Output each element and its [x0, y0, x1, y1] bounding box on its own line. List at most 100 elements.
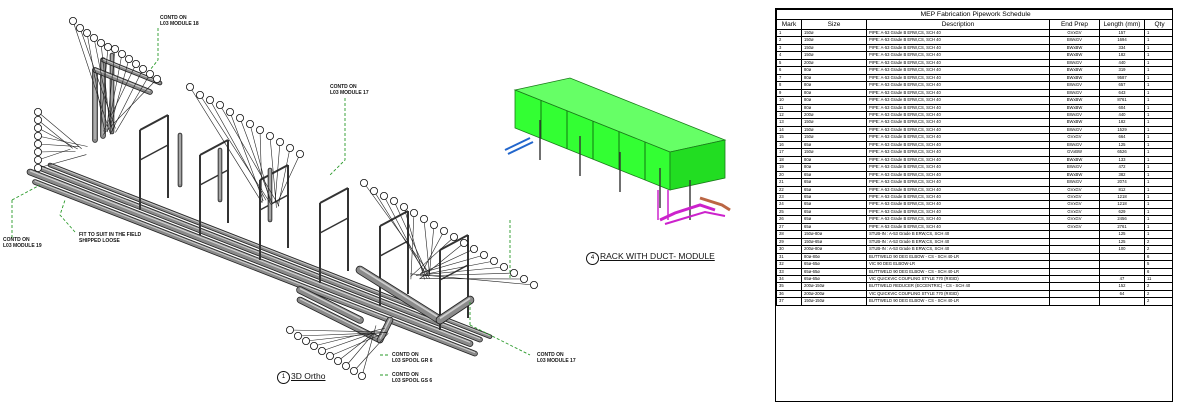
- cell-mark: 17: [777, 149, 802, 156]
- cell-end-prep: [1050, 283, 1100, 290]
- cell-qty: 1: [1145, 74, 1174, 81]
- tag-bubble: [480, 251, 487, 258]
- cell-mark: 9: [777, 89, 802, 96]
- cell-qty: 2: [1145, 238, 1174, 245]
- tag-bubble: [310, 342, 317, 349]
- cell-description: PIPE: A-53 Grade B ERW,CS, SCH 40: [867, 97, 1050, 104]
- cell-length: 1529: [1100, 126, 1145, 133]
- note-spool-gr6: CONTD ONL03 SPOOL GR 6: [392, 352, 432, 364]
- tag-bubble: [186, 83, 193, 90]
- leader-line: [38, 136, 88, 147]
- note-fit-in-field: FIT TO SUIT IN THE FIELDSHIPPED LOOSE: [79, 232, 141, 244]
- cell-qty: 1: [1145, 223, 1174, 230]
- cell-end-prep: [1050, 290, 1100, 297]
- cell-end-prep: BWxGV: [1050, 37, 1100, 44]
- continuation-dash: [150, 28, 158, 70]
- cell-mark: 36: [777, 290, 802, 297]
- cell-mark: 31: [777, 253, 802, 260]
- table-row: 14150øPIPE: A-53 Grade B ERW,CS, SCH 40B…: [777, 126, 1174, 133]
- cell-qty: 6: [1145, 268, 1174, 275]
- cell-mark: 5: [777, 59, 802, 66]
- continuation-dash: [60, 200, 75, 232]
- tag-bubble: [286, 144, 293, 151]
- cell-description: VIC 90 DEG ELBOW-LR: [867, 261, 1050, 268]
- cell-description: PIPE: A-53 Grade B ERW,CS, SCH 40: [867, 67, 1050, 74]
- cell-qty: 1: [1145, 231, 1174, 238]
- rack-crossbar: [380, 211, 408, 226]
- table-row: 12200øPIPE: A-53 Grade B ERW,CS, SCH 40B…: [777, 111, 1174, 118]
- cell-end-prep: GVxGV: [1050, 186, 1100, 193]
- rack-crossbar: [140, 145, 168, 160]
- cell-description: BUTTWELD 90 DEG ELBOW - CS - SCH 40-LR: [867, 298, 1050, 305]
- cell-qty: 5: [1145, 261, 1174, 268]
- tag-bubble: [34, 116, 41, 123]
- tag-bubble: [390, 197, 397, 204]
- tag-bubble: [420, 215, 427, 222]
- cell-size: 150ø: [802, 52, 867, 59]
- table-row: 30200ø-80øSTUB-IN : A-53 Grade B ERW,CS,…: [777, 246, 1174, 253]
- tag-bubble: [34, 140, 41, 147]
- cell-size: 65ø-65ø: [802, 275, 867, 282]
- table-row: 29150ø-65øSTUB-IN : A-53 Grade B ERW,CS,…: [777, 238, 1174, 245]
- cell-description: PIPE: A-53 Grade B ERW,CS, SCH 40: [867, 52, 1050, 59]
- table-row: 35200ø-150øBUTTWELD REDUCER (ECCENTRIC) …: [777, 283, 1174, 290]
- table-row: 15150øPIPE: A-53 Grade B ERW,CS, SCH 40G…: [777, 134, 1174, 141]
- table-row: 2465øPIPE: A-53 Grade B ERW,CS, SCH 40GV…: [777, 201, 1174, 208]
- table-row: 1665øPIPE: A-53 Grade B ERW,CS, SCH 40BW…: [777, 141, 1174, 148]
- table-row: 680øPIPE: A-53 Grade B ERW,CS, SCH 40BWx…: [777, 67, 1174, 74]
- cell-length: 125: [1100, 238, 1145, 245]
- cell-end-prep: BWxBW: [1050, 97, 1100, 104]
- cell-qty: 1: [1145, 97, 1174, 104]
- cell-size: 150ø: [802, 119, 867, 126]
- cell-qty: 1: [1145, 44, 1174, 51]
- cell-mark: 14: [777, 126, 802, 133]
- leader-line: [364, 183, 430, 274]
- cell-qty: 1: [1145, 52, 1174, 59]
- tag-bubble: [266, 132, 273, 139]
- cell-qty: 6: [1145, 253, 1174, 260]
- cell-description: BUTTWELD 90 DEG ELBOW - CS - SCH 40-LR: [867, 268, 1050, 275]
- cell-length: 664: [1100, 134, 1145, 141]
- cell-size: 65ø: [802, 141, 867, 148]
- tag-bubble: [410, 209, 417, 216]
- cell-length: 657: [1100, 82, 1145, 89]
- cell-size: 150ø: [802, 149, 867, 156]
- cell-mark: 13: [777, 119, 802, 126]
- leader-line: [38, 128, 78, 149]
- tag-bubble: [286, 326, 293, 333]
- cell-description: PIPE: A-53 Grade B ERW,CS, SCH 40: [867, 216, 1050, 223]
- cell-length: 382: [1100, 171, 1145, 178]
- cell-mark: 20: [777, 171, 802, 178]
- cell-length: 2761: [1100, 223, 1145, 230]
- cell-description: PIPE: A-53 Grade B ERW,CS, SCH 40: [867, 119, 1050, 126]
- header-col-qty: Qty: [1145, 20, 1174, 30]
- cell-qty: 1: [1145, 171, 1174, 178]
- cell-mark: 24: [777, 201, 802, 208]
- cell-description: BUTTWELD 90 DEG ELBOW - CS - SCH 40-LR: [867, 253, 1050, 260]
- cell-qty: 2: [1145, 246, 1174, 253]
- table-row: 2065øPIPE: A-53 Grade B ERW,CS, SCH 40BW…: [777, 171, 1174, 178]
- cell-mark: 7: [777, 74, 802, 81]
- schedule-title: MEP Fabrication Pipework Schedule: [777, 10, 1174, 20]
- tag-bubble: [450, 233, 457, 240]
- rack-crossbar: [140, 115, 168, 130]
- tag-bubble: [34, 164, 41, 171]
- cell-end-prep: BWxBW: [1050, 74, 1100, 81]
- cell-end-prep: BWxGV: [1050, 126, 1100, 133]
- leader-line: [424, 219, 430, 274]
- table-row: 1180øPIPE: A-53 Grade B ERW,CS, SCH 40BW…: [777, 104, 1174, 111]
- continuation-dash: [330, 98, 345, 175]
- cell-description: PIPE: A-53 Grade B ERW,CS, SCH 40: [867, 104, 1050, 111]
- cell-end-prep: GVxGV: [1050, 30, 1100, 37]
- cell-length: 100: [1100, 246, 1145, 253]
- cell-end-prep: BWxGV: [1050, 82, 1100, 89]
- tag-bubble: [146, 70, 153, 77]
- cell-length: 2074: [1100, 179, 1145, 186]
- leader-line: [38, 144, 79, 147]
- cell-mark: 27: [777, 223, 802, 230]
- leader-line: [411, 213, 414, 279]
- cell-mark: 8: [777, 82, 802, 89]
- cell-end-prep: GVxGV: [1050, 216, 1100, 223]
- table-row: 2265øPIPE: A-53 Grade B ERW,CS, SCH 40GV…: [777, 186, 1174, 193]
- cell-end-prep: BWxGV: [1050, 111, 1100, 118]
